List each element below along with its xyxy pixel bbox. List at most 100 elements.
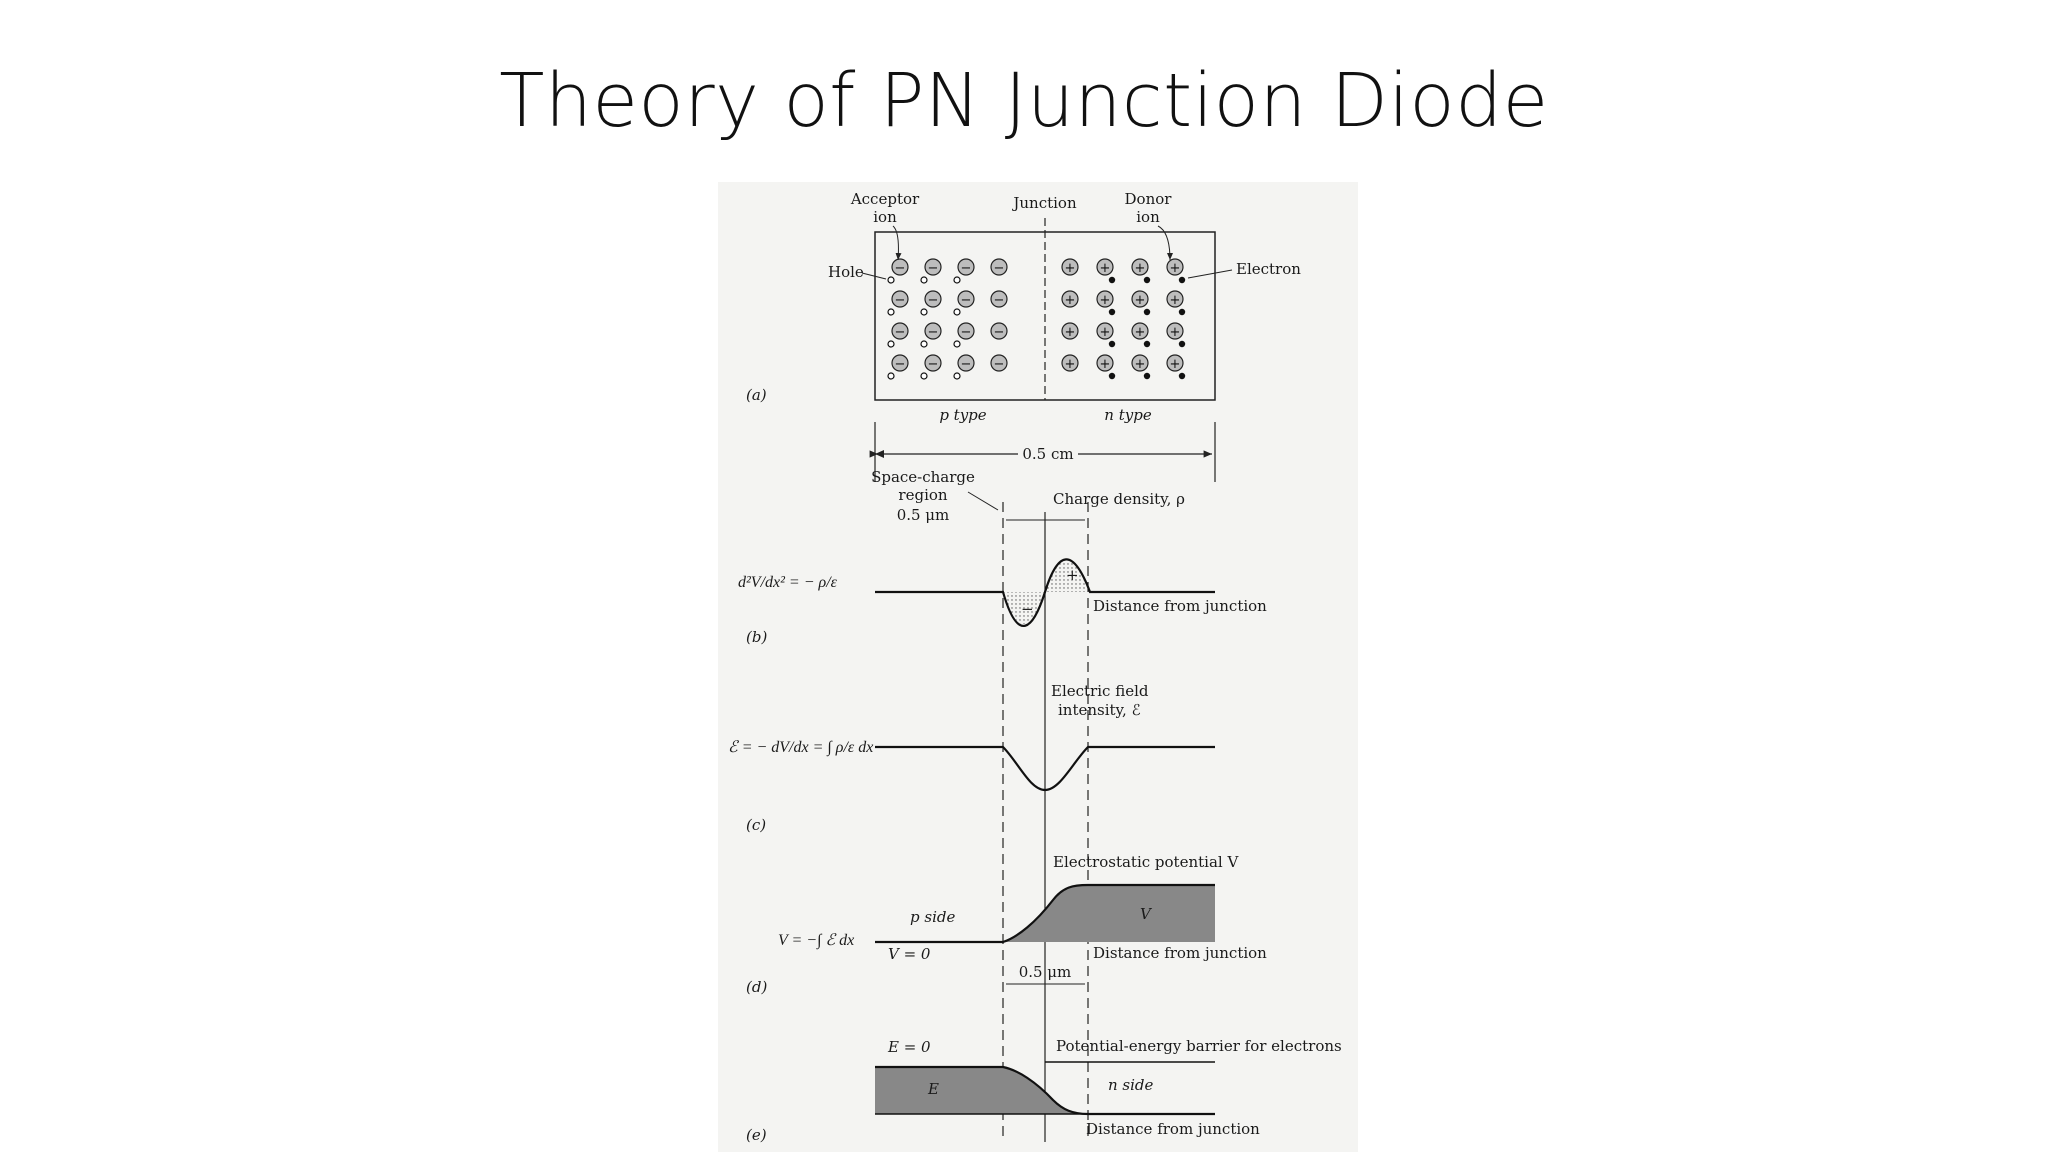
acceptor-ion: [957, 322, 975, 340]
potential-curve: [875, 883, 1215, 944]
ion-charge-negative: −: [928, 357, 939, 372]
ion-charge-positive: +: [1170, 357, 1181, 372]
potential-fill: [1003, 885, 1215, 942]
panel-b-tag: (b): [746, 628, 767, 646]
electron: [1108, 372, 1116, 380]
acceptor-ion: [891, 322, 909, 340]
ion-charge-negative: −: [928, 261, 939, 276]
distance-label-b: Distance from junction: [1093, 597, 1267, 615]
acceptor-ion: [990, 354, 1008, 372]
n-side-label: n side: [1108, 1076, 1154, 1094]
donor-ion: [1131, 258, 1149, 276]
hole: [887, 276, 895, 284]
donor-ion-label-2: ion: [1136, 208, 1160, 226]
donor-ion: [1131, 354, 1149, 372]
electron: [1143, 372, 1151, 380]
pn-junction-diagram: −−−−−−−−−−−−−−−−++++++++++++++++ Accepto…: [728, 190, 1342, 1144]
donor-ion: [1096, 290, 1114, 308]
acceptor-ion: [990, 322, 1008, 340]
electron-label: Electron: [1236, 260, 1301, 278]
negative-charge-fill: [1003, 592, 1045, 625]
ion-charge-negative: −: [994, 293, 1005, 308]
hole: [887, 372, 895, 380]
panel-a-tag: (a): [746, 386, 767, 404]
ion-charge-positive: +: [1135, 357, 1146, 372]
donor-ion: [1131, 322, 1149, 340]
donor-ion: [1061, 258, 1079, 276]
ion-charge-positive: +: [1065, 261, 1076, 276]
ion-charge-positive: +: [1100, 261, 1111, 276]
ion-charge-positive: +: [1065, 357, 1076, 372]
acceptor-ion: [990, 290, 1008, 308]
width-label: 0.5 cm: [1022, 445, 1073, 463]
ion-charge-negative: −: [961, 325, 972, 340]
hole-pointer: [861, 272, 887, 280]
ion-charge-negative: −: [928, 293, 939, 308]
panel-c-tag: (c): [746, 816, 766, 834]
donor-ion: [1096, 322, 1114, 340]
ion-charge-positive: +: [1065, 325, 1076, 340]
hole-label: Hole: [828, 263, 864, 281]
electron: [1143, 340, 1151, 348]
e-mark: E: [927, 1080, 939, 1098]
electron: [1178, 308, 1186, 316]
ion-charge-positive: +: [1065, 293, 1076, 308]
electron: [1143, 276, 1151, 284]
hole: [953, 308, 961, 316]
ion-charge-negative: −: [895, 261, 906, 276]
potential-equation: V = −∫ ℰ dx: [778, 932, 854, 950]
ion-charge-positive: +: [1100, 357, 1111, 372]
space-charge-label-2: region: [898, 486, 947, 504]
ion-charge-positive: +: [1135, 325, 1146, 340]
electron-pointer: [1187, 269, 1233, 279]
ion-charge-negative: −: [994, 357, 1005, 372]
ion-charge-positive: +: [1170, 261, 1181, 276]
pn-junction-figure: −−−−−−−−−−−−−−−−++++++++++++++++ Accepto…: [718, 182, 1358, 1152]
field-curve: [875, 745, 1215, 792]
donor-ion: [1166, 258, 1184, 276]
ion-charge-negative: −: [961, 261, 972, 276]
hole: [920, 276, 928, 284]
acceptor-ion: [924, 354, 942, 372]
barrier-label: Potential-energy barrier for electrons: [1056, 1037, 1342, 1055]
donor-ion: [1061, 354, 1079, 372]
n-type-label: n type: [1104, 406, 1152, 424]
acceptor-ion: [891, 354, 909, 372]
energy-fill: [875, 1067, 1215, 1114]
space-charge-label-3: 0.5 μm: [897, 506, 950, 524]
acceptor-ion: [924, 258, 942, 276]
acceptor-ion: [990, 258, 1008, 276]
plus-sign: +: [1066, 566, 1079, 584]
ion-charge-positive: +: [1135, 261, 1146, 276]
slide-title: Theory of PN Junction Diode: [499, 58, 1549, 144]
donor-ion: [1096, 354, 1114, 372]
electron: [1178, 340, 1186, 348]
electron: [1108, 340, 1116, 348]
electron: [1178, 372, 1186, 380]
potential-label: Electrostatic potential V: [1053, 853, 1239, 871]
panel-d-tag: (d): [746, 978, 767, 996]
acceptor-ion: [924, 290, 942, 308]
hole: [887, 308, 895, 316]
field-label-1: Electric field: [1051, 682, 1149, 700]
electron: [1108, 308, 1116, 316]
acceptor-ion: [891, 290, 909, 308]
hole: [953, 276, 961, 284]
junction-label: Junction: [1011, 194, 1077, 212]
donor-ion: [1131, 290, 1149, 308]
charge-density-curve: [875, 558, 1215, 628]
donor-ion: [1166, 322, 1184, 340]
ion-charge-negative: −: [895, 293, 906, 308]
ion-charge-positive: +: [1170, 293, 1181, 308]
width-label-d: 0.5 μm: [1019, 963, 1072, 981]
acceptor-ion: [957, 354, 975, 372]
v-zero-label: V = 0: [888, 945, 931, 963]
ion-charge-negative: −: [895, 325, 906, 340]
ion-charge-positive: +: [1135, 293, 1146, 308]
donor-arrow: [1157, 225, 1173, 261]
hole: [953, 372, 961, 380]
donor-ion: [1061, 322, 1079, 340]
acceptor-ion: [924, 322, 942, 340]
acceptor-ion: [957, 258, 975, 276]
panel-e-tag: (e): [746, 1126, 767, 1144]
